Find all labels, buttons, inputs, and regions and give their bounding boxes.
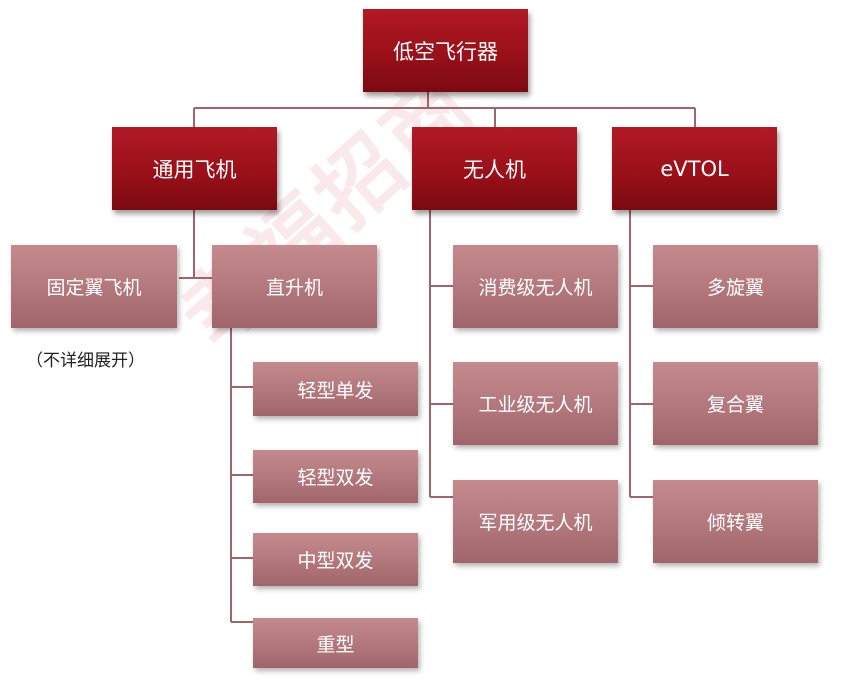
node-heli-light-single: 轻型单发	[253, 362, 418, 416]
node-drone: 无人机	[412, 127, 577, 210]
fixed-wing-note: （不详细展开）	[26, 351, 145, 371]
node-evtol: eVTOL	[612, 127, 777, 210]
node-drone-consumer: 消费级无人机	[453, 245, 618, 328]
node-fixed-wing: 固定翼飞机	[11, 245, 177, 328]
node-heli-light-twin: 轻型双发	[253, 450, 418, 503]
node-evtol-multirotor: 多旋翼	[653, 245, 818, 328]
node-helicopter: 直升机	[212, 245, 377, 328]
node-general-aviation: 通用飞机	[112, 127, 277, 210]
node-heli-medium-twin: 中型双发	[253, 533, 418, 586]
root-node: 低空飞行器	[363, 9, 528, 92]
node-evtol-compound: 复合翼	[653, 362, 818, 445]
node-drone-industrial: 工业级无人机	[453, 362, 618, 445]
node-heli-heavy: 重型	[253, 618, 418, 668]
node-drone-military: 军用级无人机	[453, 480, 618, 563]
node-evtol-tiltrotor: 倾转翼	[653, 480, 818, 563]
